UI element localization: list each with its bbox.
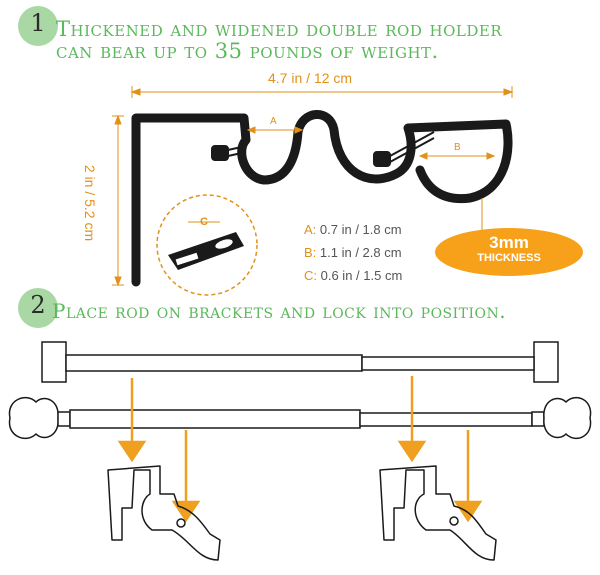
spec-c-key: C: — [304, 268, 317, 283]
gap-b-label: B — [454, 142, 461, 153]
step-2-circle: 2 — [18, 288, 58, 328]
width-dimension-line — [130, 86, 514, 98]
spec-b-value: 1.1 in / 2.8 cm — [319, 245, 402, 260]
width-label: 4.7 in / 12 cm — [268, 70, 353, 86]
down-arrows — [117, 376, 483, 523]
slot-detail-circle — [156, 194, 258, 296]
thickness-label: THICKNESS — [477, 252, 541, 264]
set-screw-left — [211, 145, 247, 161]
spec-b-key: B: — [304, 245, 317, 260]
spec-c: C: 0.6 in / 1.5 cm — [304, 268, 402, 283]
bracket-outline-right — [379, 465, 497, 561]
rod-lower — [8, 397, 592, 439]
step-2-number: 2 — [30, 291, 46, 319]
thickness-badge: 3mm THICKNESS — [435, 228, 583, 276]
spec-c-value: 0.6 in / 1.5 cm — [320, 268, 403, 283]
bracket-outline-left — [107, 465, 221, 561]
spec-a-key: A: — [304, 222, 317, 237]
step-2-title: Place rod on brackets and lock into posi… — [52, 299, 507, 323]
gap-b-line — [418, 152, 496, 160]
spec-a-value: 0.7 in / 1.8 cm — [319, 222, 402, 237]
height-dimension-line — [112, 114, 124, 287]
step-1-circle: 1 — [18, 6, 58, 46]
step-1-line-2: can bear up to 35 pounds of weight. — [56, 39, 439, 63]
thickness-value: 3mm — [489, 233, 529, 252]
slot-c-label: C — [200, 216, 208, 228]
step-1-title: Thickened and widened double rod holder … — [56, 18, 502, 62]
set-screw-right — [373, 131, 435, 167]
double-rod-bracket — [131, 110, 513, 287]
gap-a-label: A — [270, 116, 277, 127]
step-1-number: 1 — [30, 9, 46, 37]
rod-upper — [41, 341, 559, 383]
gap-a-line — [246, 126, 304, 134]
spec-b: B: 1.1 in / 2.8 cm — [304, 245, 402, 260]
spec-a: A: 0.7 in / 1.8 cm — [304, 222, 402, 237]
step-1-line-1: Thickened and widened double rod holder — [56, 17, 503, 41]
height-label: 2 in / 5.2 cm — [82, 164, 98, 242]
